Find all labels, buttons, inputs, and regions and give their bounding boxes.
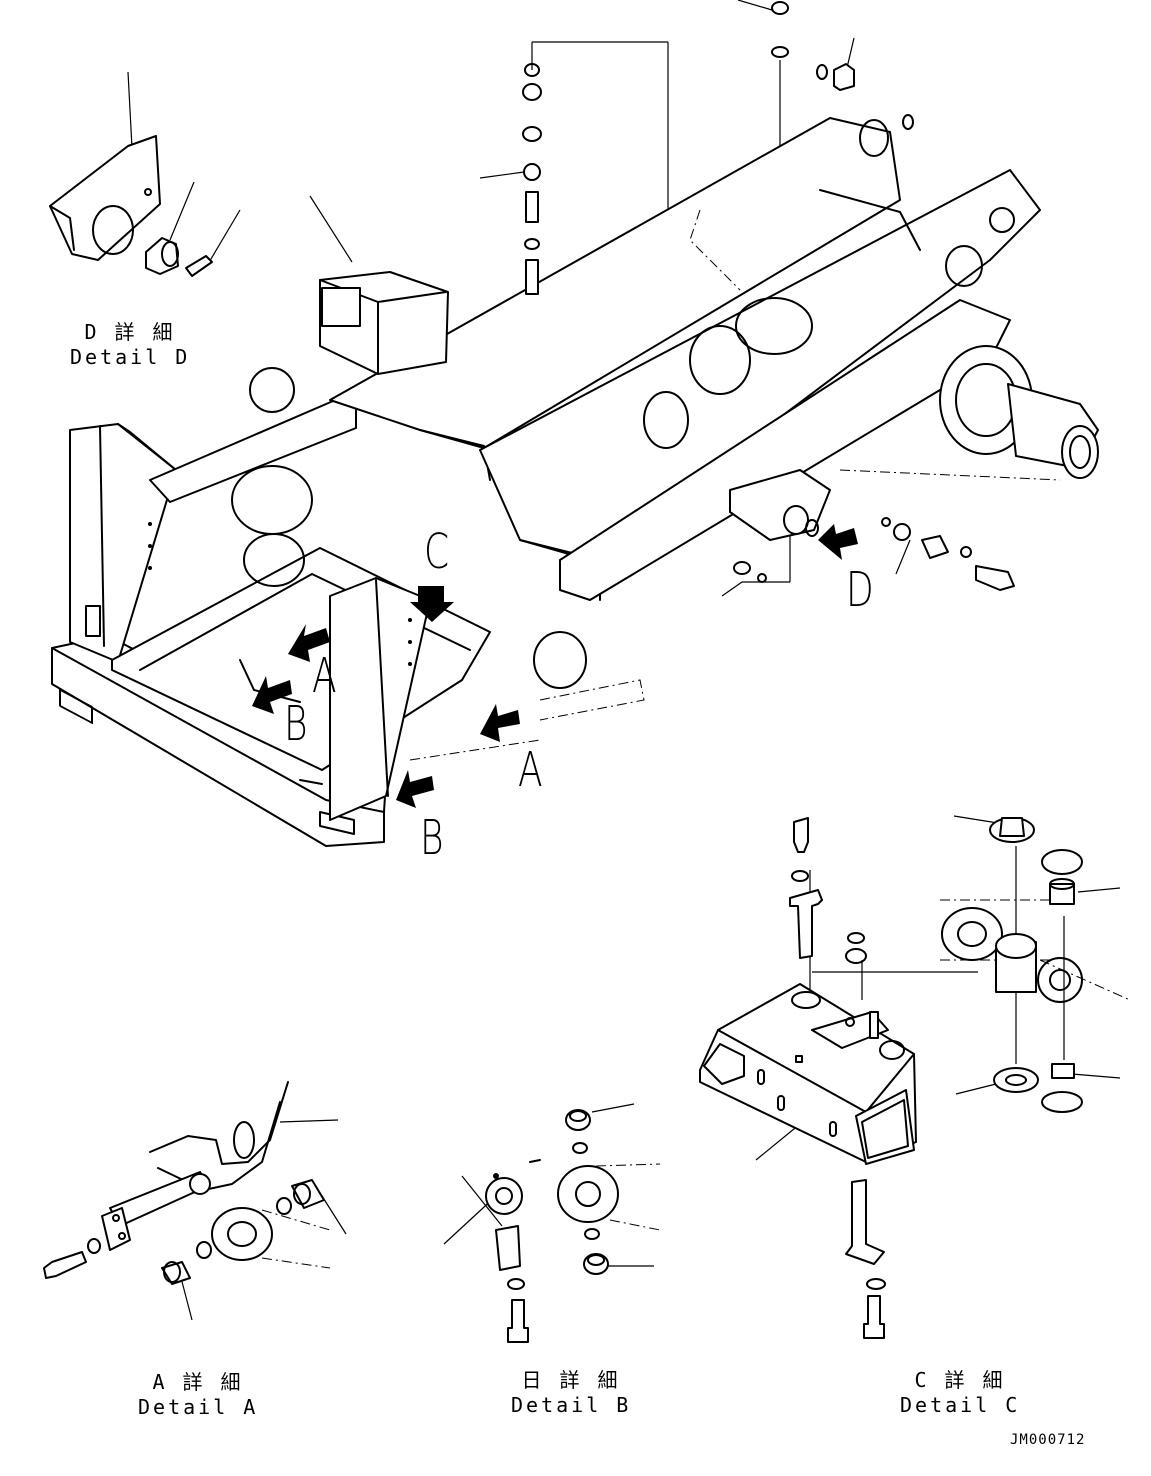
detail-b-caption: 日 詳 細 Detail B xyxy=(511,1364,631,1417)
detail-c-caption-en: Detail C xyxy=(900,1393,1021,1417)
detail-d-caption-en: Detail D xyxy=(70,345,191,369)
detail-a-caption: A 詳 細 Detail A xyxy=(138,1366,258,1419)
detail-a-caption-en: Detail A xyxy=(138,1395,259,1419)
main-frame xyxy=(51,1,1099,847)
detail-b-caption-en: Detail B xyxy=(511,1393,632,1417)
detail-b-caption-jp: 日 詳 細 xyxy=(521,1368,621,1392)
document-id: JM000712 xyxy=(1010,1432,1086,1448)
view-letter-b-1: B xyxy=(284,696,308,752)
view-letter-b-2: B xyxy=(420,810,444,866)
view-letter-a-2: A xyxy=(518,742,543,798)
leader-lines-top xyxy=(127,0,911,597)
detail-b-parts xyxy=(443,1103,661,1343)
detail-a-parts xyxy=(43,1081,347,1321)
detail-d-caption-jp: D 詳 細 xyxy=(84,320,176,344)
view-letter-d: D xyxy=(846,562,874,618)
detail-a-caption-jp: A 詳 細 xyxy=(152,1370,244,1394)
detail-c-caption-jp: C 詳 細 xyxy=(914,1368,1006,1392)
view-letter-c: C xyxy=(424,524,450,580)
detail-c-parts xyxy=(699,815,1131,1339)
detail-c-caption: C 詳 細 Detail C xyxy=(900,1364,1020,1417)
detail-d-caption: D 詳 細 Detail D xyxy=(70,316,190,369)
detail-d-parts xyxy=(49,135,213,277)
view-letter-a-1: A xyxy=(312,648,337,704)
